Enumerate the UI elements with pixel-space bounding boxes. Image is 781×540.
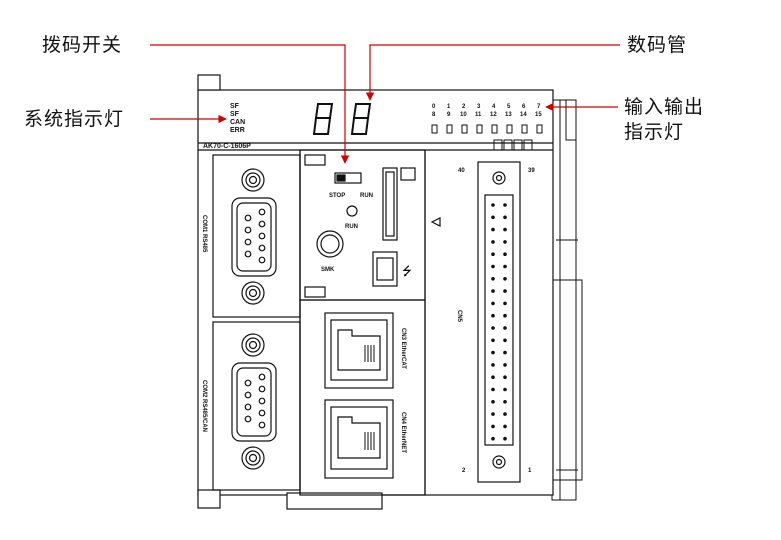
cn5-label: CN5: [456, 310, 462, 323]
cn5-pin: [491, 387, 495, 392]
cn5-pin: [503, 363, 507, 367]
svg-text:7: 7: [537, 104, 541, 110]
cn5-pin: [491, 436, 495, 441]
cn5-pin: [491, 350, 495, 355]
cn5-pin: [491, 252, 495, 256]
run-led-label: RUN: [345, 224, 358, 230]
display-callout: 数码管: [627, 34, 688, 56]
cn5-pin: [491, 227, 495, 232]
svg-text:1: 1: [447, 104, 451, 110]
com1-label: COM1 RS485: [201, 215, 207, 253]
cn4-label: CN4 EtherNET: [400, 412, 406, 453]
cn5-pin: [491, 301, 495, 306]
dip-switch-callout: 拨码开关: [42, 34, 123, 56]
status-led-sf2: SF: [230, 111, 240, 118]
cn5-pin: [503, 313, 507, 318]
eth-pins: [364, 345, 375, 450]
display-arrow: [365, 44, 620, 101]
svg-text:6: 6: [522, 104, 526, 110]
com2-label: COM2 RS485/CAN: [201, 380, 207, 432]
cn5-pins: [491, 203, 507, 441]
cn5-pin: [503, 400, 507, 404]
status-led-err: ERR: [230, 127, 245, 134]
cn5-pin: [503, 301, 507, 306]
cn5-pin: [503, 424, 507, 429]
digit-left: [312, 103, 334, 135]
cn5-pin: [503, 338, 507, 343]
cn5-pin: [491, 203, 495, 207]
svg-text:4: 4: [492, 104, 496, 110]
cn5-pin: [491, 338, 495, 343]
svg-text:3: 3: [477, 104, 481, 110]
cn5-pin: [491, 264, 495, 269]
svg-text:2: 2: [462, 104, 466, 110]
cn5-pin: [491, 289, 495, 293]
digit-right: [350, 103, 372, 135]
cn5-pin: [503, 375, 507, 380]
cn5-pin: [503, 240, 507, 244]
com2-db9-connector: [231, 333, 277, 470]
svg-text:10: 10: [460, 112, 467, 118]
status-led-labels: SF SF CAN ERR: [230, 103, 245, 134]
svg-text:8: 8: [432, 112, 436, 118]
svg-text:15: 15: [535, 112, 542, 118]
model-label: AK70-C-1606P: [203, 143, 251, 150]
io-led-callout-line1: 输入输出: [624, 96, 705, 118]
switch-stop-label: STOP: [329, 193, 345, 199]
status-led-can: CAN: [230, 119, 245, 126]
cn5-connector: [424, 150, 521, 495]
seven-segment-display: [312, 103, 372, 135]
cn5-pin: [491, 215, 495, 220]
right-side-rails: [551, 99, 583, 501]
svg-text:12: 12: [490, 112, 497, 118]
cn5-pin: [491, 424, 495, 429]
cn5-pin: [491, 313, 495, 318]
cn3-label: CN3 EtherCAT: [400, 328, 406, 369]
cn5-pin: [491, 326, 495, 330]
cn5-pin: [503, 277, 507, 281]
pin-2-label: 2: [462, 468, 466, 474]
cn5-pin: [503, 264, 507, 269]
cn5-pin: [491, 363, 495, 367]
cn5-pin: [503, 289, 507, 293]
status-led-sf1: SF: [230, 103, 240, 110]
cn5-pin: [503, 203, 507, 207]
cn5-pin: [503, 326, 507, 330]
cn5-pin: [503, 350, 507, 355]
io-led-area: 0 1 2 3 4 5 6 7 8 9 10 11 12 13 14 15: [431, 104, 543, 151]
pin-39-label: 39: [528, 168, 535, 174]
callout-lines: [150, 44, 620, 164]
pin-1-label: 1: [528, 468, 532, 474]
svg-text:14: 14: [520, 112, 527, 118]
switch-run-label: RUN: [360, 193, 373, 199]
com1-db9-connector: [231, 168, 277, 305]
cn5-pin: [491, 400, 495, 404]
io-led-callout-line2: 指示灯: [624, 121, 685, 143]
usb-icon: ⭍: [402, 264, 412, 278]
smk-label: SMK: [321, 267, 335, 273]
cn5-pin: [503, 436, 507, 441]
system-led-callout: 系统指示灯: [24, 108, 125, 130]
cn5-pin: [491, 277, 495, 281]
cn5-pin: [491, 412, 495, 416]
cn5-pin: [491, 240, 495, 244]
svg-text:13: 13: [505, 112, 512, 118]
cn5-pin: [503, 252, 507, 256]
cn5-pin: [503, 412, 507, 416]
svg-text:0: 0: [432, 104, 436, 110]
cn5-pin: [503, 215, 507, 220]
dip-switch-arrow: [150, 44, 350, 164]
pin-40-label: 40: [458, 168, 465, 174]
cn5-pin: [503, 227, 507, 232]
svg-text:9: 9: [447, 112, 451, 118]
cn5-pin: [491, 375, 495, 380]
cn5-pin: [503, 387, 507, 392]
svg-text:11: 11: [475, 112, 482, 118]
svg-text:5: 5: [507, 104, 511, 110]
